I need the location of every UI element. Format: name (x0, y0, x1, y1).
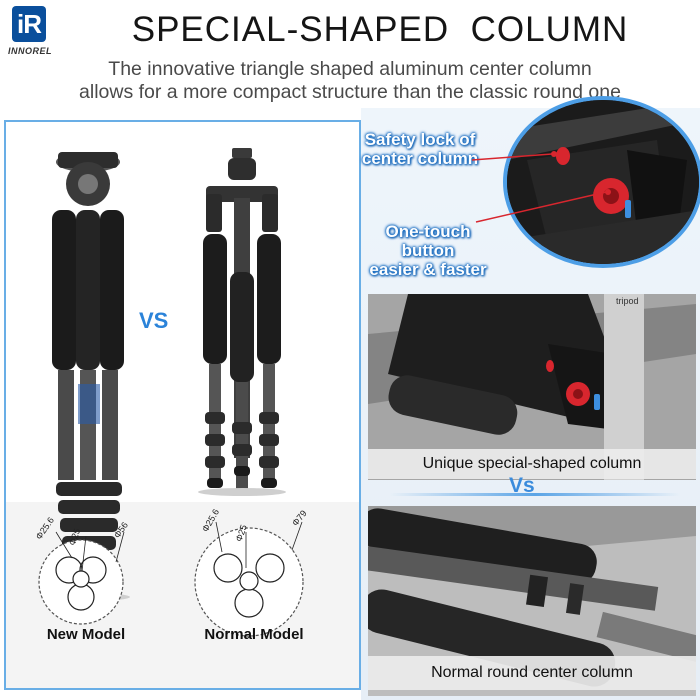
normal-model-label: Normal Model (204, 626, 304, 643)
lock-detail-illustration (507, 100, 699, 264)
logo-mark: iR (12, 6, 46, 42)
callout-button-line-2: button (401, 241, 455, 260)
callout-button-line-1: One-touch (385, 222, 471, 241)
comparison-panel: Φ25.6 Φ25 Φ56 Φ25.6 Φ25 Φ79 VS New Model… (4, 120, 361, 690)
brand-logo: iR INNOREL (4, 4, 56, 62)
vs-badge-left: VS (139, 308, 169, 333)
normal-model-tripod (198, 148, 286, 496)
caption-round-column: Normal round center column (368, 656, 696, 690)
callout-button-pointer (475, 189, 611, 223)
zoom-detail-circle (503, 96, 700, 268)
vs-divider-line (390, 493, 680, 496)
page-title: SPECIAL-SHAPED COLUMN (131, 10, 629, 49)
callout-safety-lock: Safety lock of center column (350, 130, 490, 168)
callout-safety-line-1: Safety lock of (364, 130, 476, 149)
logo-brand-text: INNOREL (8, 46, 52, 56)
subtitle-line-2: allows for a more compact structure than… (79, 81, 621, 103)
callout-button-line-3: easier & faster (369, 260, 487, 279)
normal-model-cross-section (194, 521, 304, 637)
tube-print: tripod (616, 296, 639, 306)
safety-lock-detail (556, 147, 570, 165)
callout-one-touch-button: One-touch button easier & faster (358, 222, 498, 279)
new-model-label: New Model (46, 626, 126, 643)
callout-safety-pointer (471, 151, 557, 161)
caption-special-column: Unique special-shaped column (368, 449, 696, 479)
new-model-cross-section (38, 531, 125, 625)
vs-badge-right: Vs (509, 474, 535, 497)
callout-safety-line-2: center column (361, 149, 479, 168)
tripods-illustration: Φ25.6 Φ25 Φ56 Φ25.6 Φ25 Φ79 (6, 148, 359, 688)
page-subtitle: The innovative triangle shaped aluminum … (0, 58, 700, 104)
subtitle-line-1: The innovative triangle shaped aluminum … (108, 58, 592, 80)
